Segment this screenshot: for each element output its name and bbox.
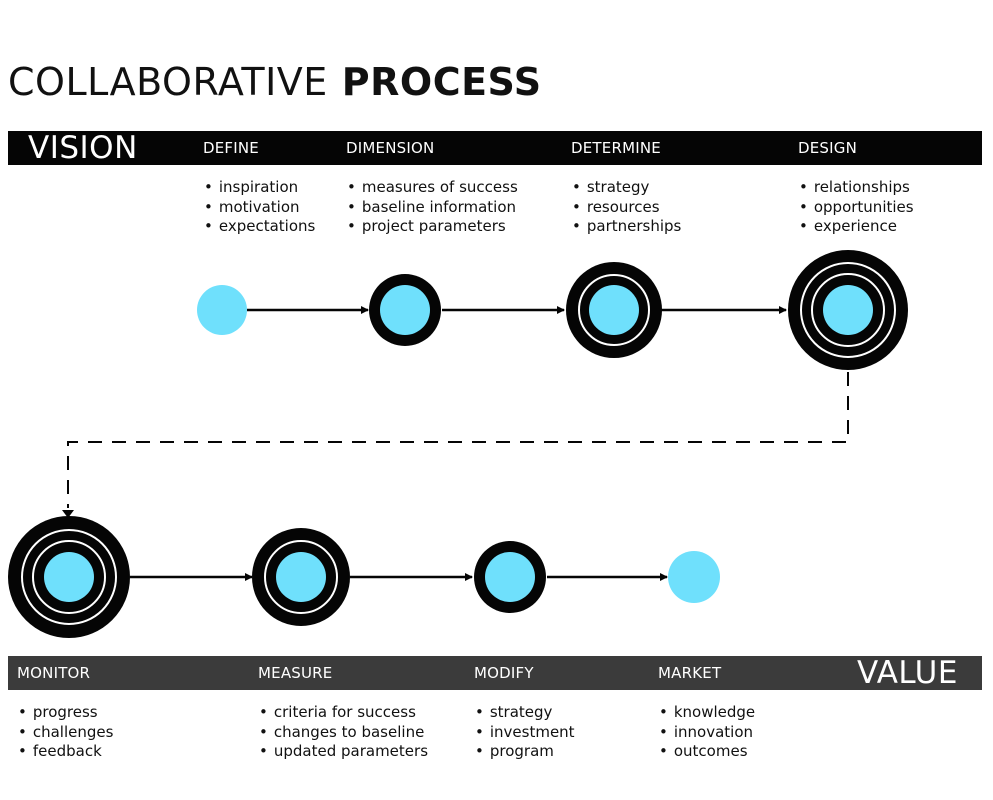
list-item: challenges — [18, 723, 114, 743]
title-bold: PROCESS — [341, 60, 542, 104]
stage-determine-label: DETERMINE — [571, 139, 661, 157]
node-determine — [566, 262, 662, 358]
stage-design-label: DESIGN — [798, 139, 858, 157]
list-item: feedback — [18, 742, 113, 762]
determine-bullets: strategy resources partnerships — [572, 178, 682, 237]
list-item: progress — [18, 703, 113, 723]
list-item: expectations — [204, 217, 315, 237]
vision-bar: VISION DEFINE DIMENSION DETERMINE DESIGN — [8, 131, 982, 165]
node-market — [668, 551, 720, 603]
list-item: criteria for success — [259, 703, 428, 723]
node-measure — [252, 528, 350, 626]
list-item: knowledge — [659, 703, 755, 723]
list-item: motivation — [204, 198, 315, 218]
define-bullets: inspiration motivation expectations — [204, 178, 315, 237]
modify-bullets: strategy investment program — [475, 703, 575, 762]
stage-define-label: DEFINE — [203, 139, 259, 157]
stage-measure-label: MEASURE — [258, 664, 333, 682]
list-item: outcomes — [659, 742, 755, 762]
monitor-bullets: progress challenges feedback — [18, 703, 114, 762]
list-item: program — [475, 742, 575, 762]
list-item: innovation — [659, 723, 755, 743]
page-title: COLLABORATIVE PROCESS — [8, 60, 542, 104]
stage-modify-label: MODIFY — [474, 664, 534, 682]
dimension-bullets: measures of success baseline information… — [347, 178, 518, 237]
list-item: investment — [475, 723, 575, 743]
market-bullets: knowledge innovation outcomes — [659, 703, 755, 762]
list-item: baseline information — [347, 198, 518, 218]
dashed-return-path — [67, 372, 849, 508]
value-label: VALUE — [857, 655, 958, 691]
list-item: relationships — [799, 178, 914, 198]
list-item: measures of success — [347, 178, 518, 198]
list-item: resources — [572, 198, 681, 218]
list-item: project parameters — [347, 217, 518, 237]
list-item: opportunities — [799, 198, 914, 218]
node-design — [788, 250, 908, 370]
stage-monitor-label: MONITOR — [17, 664, 91, 682]
node-monitor — [8, 516, 130, 638]
list-item: changes to baseline — [259, 723, 428, 743]
list-item: strategy — [475, 703, 575, 723]
stage-dimension-label: DIMENSION — [346, 139, 435, 157]
list-item: partnerships — [572, 217, 682, 237]
stage-market-label: MARKET — [658, 664, 722, 682]
list-item: inspiration — [204, 178, 315, 198]
dashed-return-arrowhead — [62, 510, 74, 518]
design-bullets: relationships opportunities experience — [799, 178, 914, 237]
node-dimension — [369, 274, 441, 346]
value-bar: MONITOR MEASURE MODIFY MARKET VALUE — [8, 656, 982, 690]
vision-label: VISION — [28, 130, 138, 166]
node-modify — [474, 541, 546, 613]
list-item: updated parameters — [259, 742, 428, 762]
title-regular: COLLABORATIVE — [8, 60, 328, 104]
list-item: strategy — [572, 178, 681, 198]
node-define — [197, 285, 247, 335]
list-item: experience — [799, 217, 914, 237]
measure-bullets: criteria for success changes to baseline… — [259, 703, 428, 762]
